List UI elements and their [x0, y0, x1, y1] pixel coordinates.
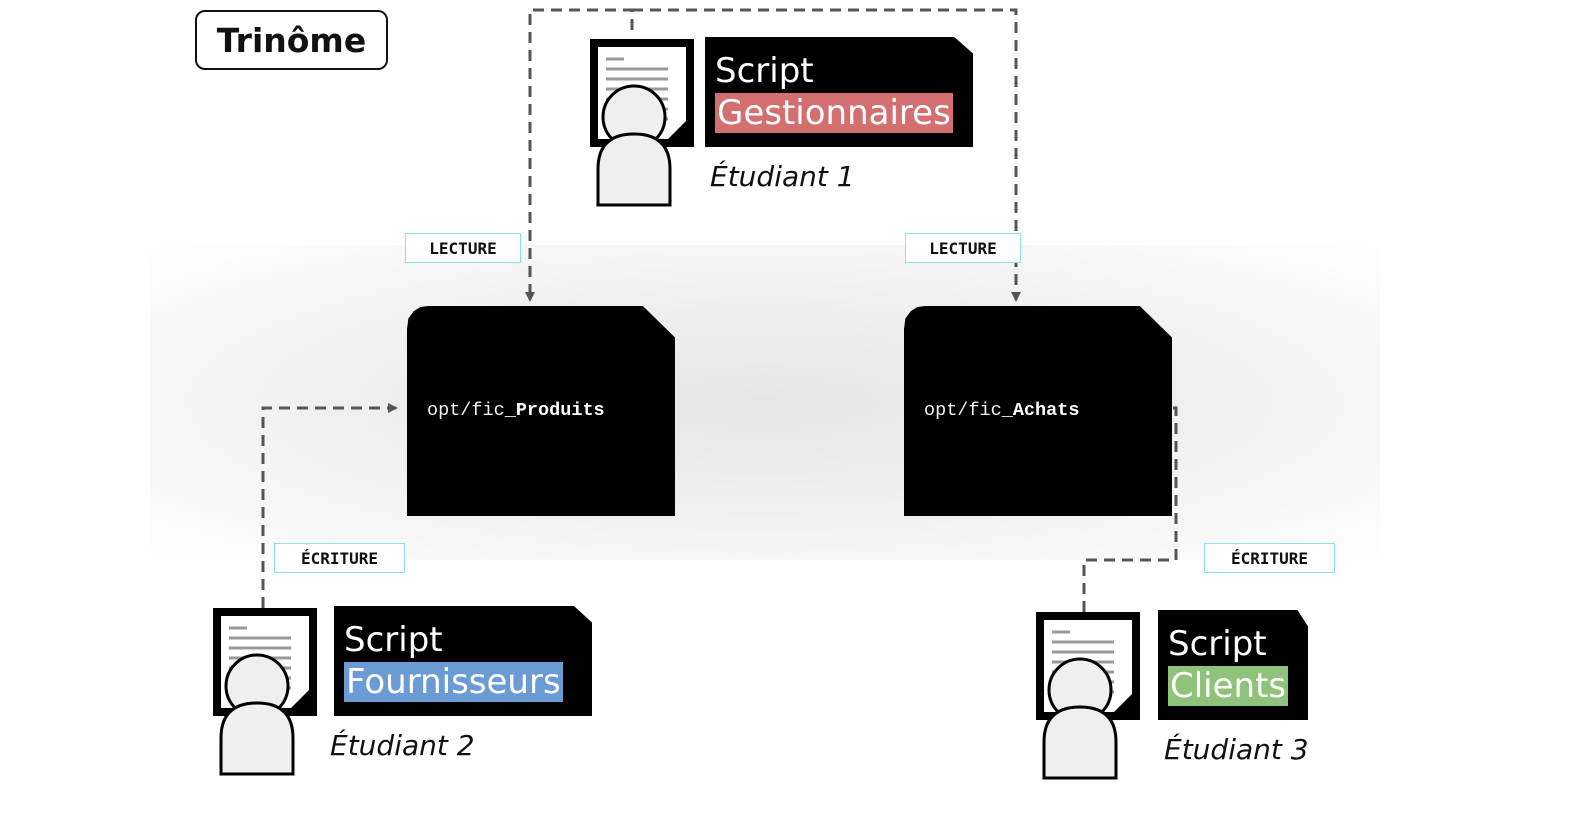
student-1-label: Étudiant 1: [710, 160, 855, 193]
script-gestionnaires: Script Gestionnaires: [705, 37, 973, 147]
student-1-avatar: [588, 37, 700, 212]
file-produits-path: opt/fic_Produits: [427, 400, 605, 421]
student-3-label: Étudiant 3: [1164, 733, 1309, 766]
write-connector-produits: [261, 403, 398, 608]
read-connector-achats: [632, 8, 1021, 302]
script-word: Script: [715, 51, 814, 91]
user-icon: [1042, 657, 1118, 780]
label-lecture-left: LECTURE: [405, 233, 521, 263]
file-produits: opt/fic_Produits Souris : 4 Disque dur :…: [407, 306, 675, 516]
diagram-canvas: Trinôme LECTURE LECTURE ÉCRITURE ÉCRITUR…: [150, 8, 1380, 785]
student-2-avatar: [211, 606, 323, 781]
read-connector-produits: [525, 8, 634, 302]
script-name-gestionnaires: Gestionnaires: [715, 93, 953, 133]
student-2-label: Étudiant 2: [330, 729, 475, 762]
user-icon: [596, 84, 672, 207]
script-name-clients: Clients: [1168, 666, 1289, 706]
file-achats-path: opt/fic_Achats: [924, 400, 1080, 421]
script-clients: Script Clients: [1158, 610, 1308, 720]
label-ecriture-right: ÉCRITURE: [1204, 543, 1335, 573]
script-name-fournisseurs: Fournisseurs: [344, 662, 563, 702]
write-connector-achats: [1082, 403, 1178, 612]
script-word: Script: [344, 620, 443, 660]
student-3-avatar: [1034, 610, 1146, 785]
user-icon: [219, 653, 295, 776]
connector-lines: [261, 8, 1178, 612]
label-ecriture-left: ÉCRITURE: [274, 543, 405, 573]
diagram-title: Trinôme: [195, 10, 388, 70]
file-achats: opt/fic_Achats Disque dur : 15 Souris : …: [904, 306, 1172, 516]
script-fournisseurs: Script Fournisseurs: [334, 606, 592, 716]
shared-storage-zone: [150, 245, 1380, 560]
label-lecture-right: LECTURE: [905, 233, 1021, 263]
script-word: Script: [1168, 624, 1267, 664]
